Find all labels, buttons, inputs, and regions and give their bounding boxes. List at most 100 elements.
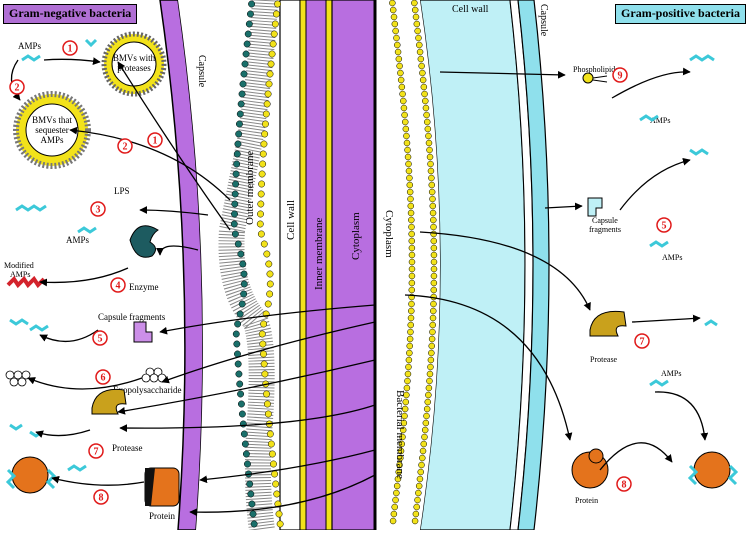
bacterial-membrane-head — [427, 160, 434, 168]
outer-membrane-head-teal — [240, 270, 248, 278]
bacterial-membrane-head — [400, 419, 408, 427]
outer-membrane-head-teal — [246, 10, 254, 18]
bacterial-membrane-head — [426, 370, 434, 378]
outer-membrane-head-yellow — [261, 120, 269, 128]
outer-membrane-head-yellow — [264, 90, 272, 98]
cell-wall-label-left: Cell wall — [285, 200, 297, 240]
outer-membrane-head-yellow — [263, 400, 271, 408]
amps-right-3-label: AMPs — [661, 369, 681, 378]
bacterial-membrane-head — [429, 209, 437, 217]
bacterial-membrane-head — [423, 412, 430, 420]
bacterial-membrane-head — [389, 517, 397, 525]
bacterial-membrane-head — [407, 202, 415, 210]
bacterial-membrane-head — [407, 195, 414, 203]
bacterial-membrane-head — [406, 342, 413, 350]
step-number: 5 — [98, 334, 103, 345]
step-badge-n8r: 8 — [616, 476, 632, 492]
protease-left-label: Protease — [112, 443, 143, 453]
bacterial-membrane-head — [428, 188, 436, 196]
outer-membrane-head-yellow — [260, 360, 268, 368]
outer-membrane-head-yellow — [257, 200, 265, 208]
outer-membrane-head-teal — [234, 320, 242, 328]
bacterial-membrane-head — [407, 314, 415, 322]
capsule-fragment-right-icon — [587, 197, 603, 217]
outer-membrane-head-teal — [231, 230, 239, 238]
outer-membrane-head-teal — [236, 310, 244, 318]
outer-membrane-head-teal — [242, 50, 250, 58]
bacterial-membrane-head — [411, 517, 419, 525]
outer-membrane-head-teal — [231, 210, 238, 218]
capsule-label-left: Capsule — [196, 55, 207, 88]
bacterial-membrane-head — [408, 244, 416, 252]
bacterial-membrane-head — [425, 384, 433, 392]
bacterial-membrane-head — [427, 167, 435, 175]
outer-membrane-head-yellow — [264, 410, 272, 418]
bacterial-membrane-head — [415, 34, 422, 42]
outer-membrane-head-teal — [234, 140, 242, 148]
outer-membrane-head-yellow — [274, 0, 282, 8]
exopolysaccharide-label: Exopolysaccharide — [113, 385, 181, 395]
outer-membrane-head-teal — [233, 340, 241, 348]
bacterial-membrane-head — [394, 48, 402, 56]
step-number: 3 — [96, 205, 101, 216]
outer-membrane-head-yellow — [272, 10, 280, 18]
bacterial-membrane-head — [424, 125, 432, 133]
bacterial-membrane-head — [392, 496, 399, 504]
cell-wall-label-right: Cell wall — [452, 4, 489, 15]
bacterial-membrane-head — [427, 363, 434, 371]
bacterial-membrane-head — [390, 13, 398, 21]
outer-membrane-head-yellow — [257, 210, 264, 218]
protein-left-label: Protein — [149, 511, 175, 521]
inner-membrane-yellow-2 — [325, 0, 333, 531]
protease-right-icon — [589, 310, 627, 337]
bacterial-membrane-head — [395, 55, 403, 63]
bacterial-membrane-head — [401, 412, 408, 420]
bacterial-membrane-head — [429, 202, 437, 210]
outer-membrane-head-yellow — [266, 430, 274, 438]
step-badge-n2b: 2 — [117, 138, 133, 154]
outer-membrane-head-teal — [240, 280, 248, 288]
outer-membrane-head-teal — [231, 200, 239, 208]
bacterial-membrane-head — [411, 0, 418, 7]
enzyme-label: Enzyme — [129, 282, 159, 292]
bacterial-membrane-head — [414, 27, 421, 35]
modified-amp-icon — [6, 275, 46, 289]
bacterial-membrane-head — [430, 216, 437, 224]
bacterial-membrane-head — [393, 482, 401, 490]
bacterial-membrane-head — [419, 76, 427, 84]
bacterial-membrane-head — [408, 258, 416, 266]
gram-positive-envelope — [375, 0, 749, 531]
bacterial-membrane-head — [429, 321, 436, 329]
enzyme-icon — [129, 225, 159, 258]
inner-membrane-label: Inner membrane — [313, 218, 325, 290]
outer-membrane-heads — [230, 0, 284, 528]
outer-membrane-label: Outer membrane — [244, 151, 256, 225]
outer-membrane-head-yellow — [266, 280, 274, 288]
outer-membrane-head-yellow — [259, 150, 267, 158]
bacterial-membrane-head — [392, 27, 399, 35]
modified-amps-label-2: AMPs — [10, 270, 30, 279]
phospholipids-label: Phospholipids — [573, 65, 618, 74]
protease-right-label: Protease — [590, 355, 618, 364]
bacterial-membrane-head — [424, 398, 432, 406]
outer-membrane-head-yellow — [262, 110, 270, 118]
bacterial-membrane-head — [430, 223, 437, 231]
bacterial-membrane-head — [416, 475, 424, 483]
bacterial-membrane-head — [406, 174, 413, 182]
bacterial-membrane-head — [417, 55, 425, 63]
bacterial-membrane-head — [428, 174, 435, 182]
outer-membrane-head-yellow — [261, 370, 269, 378]
outer-membrane-head-yellow — [265, 260, 273, 268]
bacterial-membrane-head — [428, 342, 435, 350]
step-number: 7 — [640, 337, 645, 348]
bacterial-membrane-head — [420, 83, 428, 91]
bacterial-membrane-head — [422, 97, 429, 105]
bacterial-membrane-head — [389, 6, 397, 14]
bacterial-membrane-head — [418, 62, 425, 70]
bacterial-membrane-head — [403, 391, 410, 399]
bacterial-membrane-head — [397, 454, 404, 462]
outer-membrane-head-teal — [235, 370, 243, 378]
bacterial-membrane-head — [415, 482, 423, 490]
step-badge-n7r: 7 — [634, 333, 650, 349]
